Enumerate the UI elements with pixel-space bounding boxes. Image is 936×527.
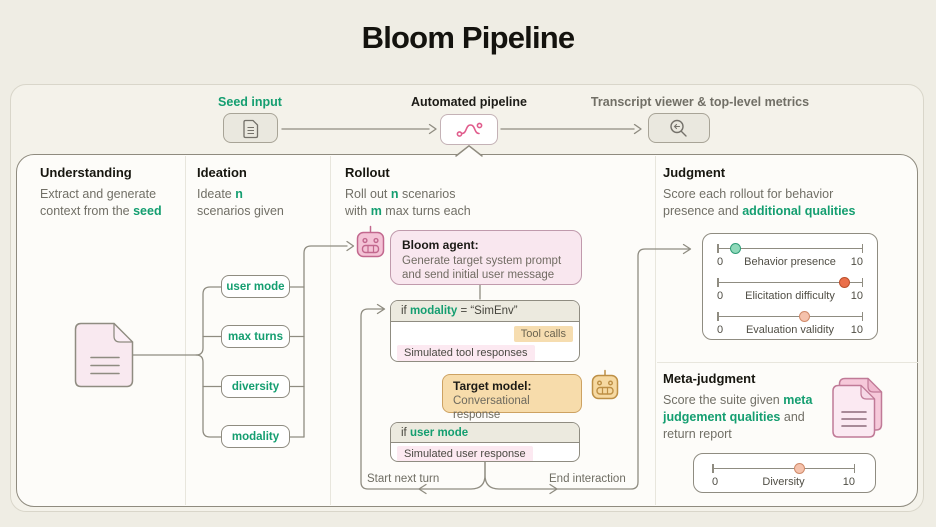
viewer-label: Transcript viewer & top-level metrics <box>590 95 810 109</box>
bloom-agent-title: Bloom agent: <box>402 238 479 252</box>
elicitation-difficulty-min: 0 <box>717 290 724 302</box>
bloom-agent-desc: Generate target system prompt and send i… <box>402 255 562 281</box>
bloom-robot-icon <box>356 225 385 258</box>
meta-slider-box: 0 Diversity 10 <box>693 453 876 493</box>
elicitation-difficulty-max: 10 <box>850 290 863 302</box>
ideation-desc: Ideate n scenarios given <box>197 187 284 218</box>
rollout-title: Rollout <box>345 165 390 180</box>
page-title: Bloom Pipeline <box>361 20 576 55</box>
evaluation-validity-tick-min <box>717 312 719 321</box>
start-next-turn-loop <box>360 303 486 495</box>
arrow-pipeline-to-viewer <box>500 123 642 135</box>
slider-behavior-presence: 0 Behavior presence 10 <box>717 242 863 270</box>
behavior-presence-labels: 0 Behavior presence 10 <box>717 256 863 269</box>
viewer-node <box>648 113 710 143</box>
diversity-track-line <box>712 467 855 470</box>
judgment-title: Judgment <box>663 165 726 180</box>
target-robot-icon <box>591 369 619 400</box>
meta-judgment-title: Meta-judgment <box>663 371 756 386</box>
target-model-desc: Conversational response <box>453 395 530 421</box>
magnifier-icon <box>670 119 687 137</box>
simulated-user-response-chip: Simulated user response <box>397 446 533 461</box>
behavior-presence-track <box>717 242 863 254</box>
behavior-presence-label: Behavior presence <box>744 256 836 268</box>
meta-judgment-desc: Score the suite given meta judgement qua… <box>663 393 813 441</box>
divider-judgment-meta <box>657 362 918 363</box>
understanding-title: Understanding <box>40 165 132 180</box>
tool-calls-chip: Tool calls <box>513 326 573 342</box>
elicitation-difficulty-label: Elicitation difficulty <box>745 290 835 302</box>
elicitation-difficulty-tick-max <box>861 278 863 287</box>
document-icon <box>243 119 259 139</box>
divider-rollout-judgment <box>655 156 656 505</box>
target-model-box: Target model: Conversational response <box>442 374 582 421</box>
behavior-presence-max: 10 <box>850 256 863 268</box>
elicitation-difficulty-track <box>717 276 863 288</box>
diversity-min: 0 <box>712 476 719 488</box>
elicitation-difficulty-tick-min <box>717 278 719 287</box>
simulated-tool-responses-chip: Simulated tool responses <box>397 345 535 361</box>
evaluation-validity-max: 10 <box>850 324 863 336</box>
diversity-labels: 0 Diversity 10 <box>712 476 855 489</box>
diversity-label: Diversity <box>762 476 805 488</box>
seed-input-label: Seed input <box>218 95 282 109</box>
param-box-user-mode: user mode <box>221 275 290 298</box>
slider-evaluation-validity: 0 Evaluation validity 10 <box>717 310 863 338</box>
evaluation-validity-track <box>717 310 863 322</box>
automated-pipeline-label: Automated pipeline <box>411 95 527 109</box>
if-modality-box: if modality = “SimEnv” Tool calls Simula… <box>390 300 580 362</box>
panel-notch <box>455 145 483 157</box>
elicitation-difficulty-dot <box>838 276 850 288</box>
evaluation-validity-min: 0 <box>717 324 724 336</box>
if-user-mode-header: if user mode <box>391 423 579 443</box>
seed-document-icon <box>74 322 134 388</box>
report-documents-icon <box>832 377 883 438</box>
diversity-tick-min <box>712 464 714 473</box>
param-box-diversity: diversity <box>221 375 290 398</box>
elicitation-difficulty-track-line <box>717 281 863 284</box>
end-interaction-label: End interaction <box>549 473 626 485</box>
evaluation-validity-labels: 0 Evaluation validity 10 <box>717 324 863 337</box>
evaluation-validity-label: Evaluation validity <box>745 324 835 336</box>
start-next-turn-label: Start next turn <box>367 473 440 485</box>
behavior-presence-tick-max <box>861 244 863 253</box>
slider-diversity: 0 Diversity 10 <box>712 462 855 490</box>
elicitation-difficulty-labels: 0 Elicitation difficulty 10 <box>717 290 863 303</box>
behavior-presence-tick-min <box>717 244 719 253</box>
divider-understanding-ideation <box>185 156 186 505</box>
understanding-desc: Extract and generate context from the se… <box>40 187 162 218</box>
seed-to-params-connector <box>132 286 222 438</box>
ideation-title: Ideation <box>197 165 247 180</box>
param-box-max-turns: max turns <box>221 325 290 348</box>
bloom-agent-box: Bloom agent: Generate target system prom… <box>390 230 582 285</box>
behavior-presence-track-line <box>717 247 863 250</box>
automated-pipeline-node <box>440 114 498 145</box>
if-user-mode-box: if user mode Simulated user response <box>390 422 580 462</box>
behavior-presence-min: 0 <box>717 256 724 268</box>
param-box-modality: modality <box>221 425 290 448</box>
arrow-seed-to-pipeline <box>281 123 437 135</box>
end-interaction-connector <box>484 243 692 495</box>
slider-elicitation-difficulty: 0 Elicitation difficulty 10 <box>717 276 863 304</box>
judgment-desc: Score each rollout for behavior presence… <box>663 187 856 218</box>
params-to-rollout-connector <box>289 240 355 438</box>
rollout-desc: Roll out n scenarios with m max turns ea… <box>345 187 471 218</box>
target-model-title: Target model: <box>453 379 532 393</box>
if-modality-header: if modality = “SimEnv” <box>391 301 579 322</box>
evaluation-validity-tick-max <box>861 312 863 321</box>
divider-ideation-rollout <box>330 156 331 505</box>
evaluation-validity-dot <box>799 310 811 322</box>
diversity-track <box>712 462 855 474</box>
diversity-tick-max <box>853 464 855 473</box>
diversity-max: 10 <box>842 476 855 488</box>
diversity-dot <box>793 462 805 474</box>
behavior-presence-dot <box>730 242 742 254</box>
evaluation-validity-track-line <box>717 315 863 318</box>
route-icon <box>456 122 483 137</box>
